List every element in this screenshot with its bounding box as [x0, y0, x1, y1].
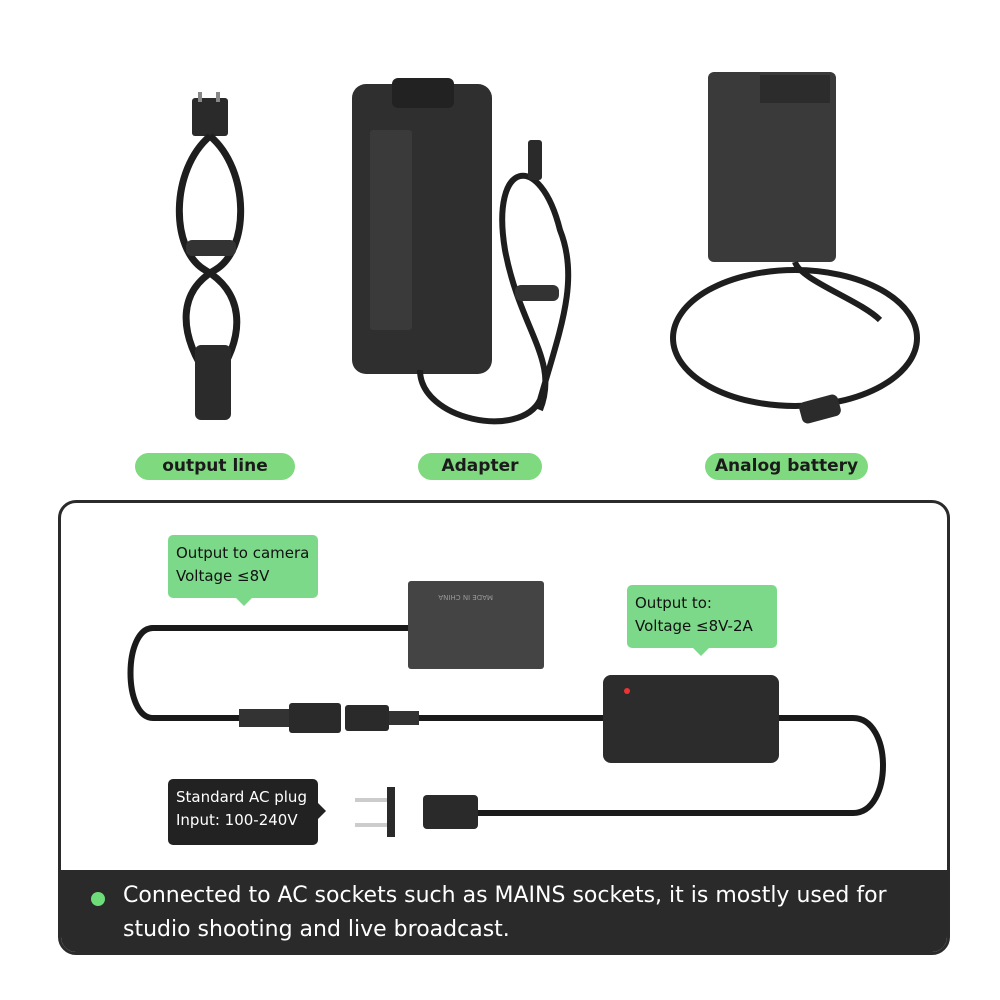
- callout-line: Standard AC plug: [176, 788, 307, 806]
- label-adapter: Adapter: [418, 453, 542, 480]
- label-analog-battery: Analog battery: [705, 453, 868, 480]
- adapter-image: [352, 78, 572, 425]
- callout-output-to-camera: Output to camera Voltage ≤8V: [168, 535, 318, 598]
- dc-female-connector: [289, 703, 341, 733]
- callout-output-to-adapter: Output to: Voltage ≤8V-2A: [627, 585, 777, 648]
- ac-cable: [473, 715, 886, 816]
- power-led: [624, 688, 630, 694]
- callout-ac-plug: Standard AC plug Input: 100-240V: [168, 779, 318, 845]
- ac-plug: [423, 795, 478, 829]
- adapter-box: [603, 675, 779, 763]
- analog-battery-image: [670, 72, 920, 424]
- bullet-icon: [91, 892, 105, 906]
- callout-line: Input: 100-240V: [176, 811, 298, 829]
- callout-pointer: [318, 803, 326, 819]
- description-text: Connected to AC sockets such as MAINS so…: [123, 883, 887, 942]
- connection-diagram: MADE IN CHINA: [127, 581, 886, 837]
- callout-line: Voltage ≤8V-2A: [635, 617, 753, 635]
- dc-male-connector: [345, 705, 389, 731]
- product-photos: [175, 72, 920, 425]
- callout-pointer: [236, 598, 252, 606]
- callout-line: Output to camera: [176, 544, 310, 562]
- callout-line: Output to:: [635, 594, 712, 612]
- battery-marking: MADE IN CHINA: [438, 593, 493, 601]
- dummy-battery: [408, 581, 544, 669]
- label-output-line: output line: [135, 453, 295, 480]
- callout-pointer: [693, 648, 709, 656]
- dc-cable: [127, 625, 413, 721]
- power-cord-image: [175, 92, 245, 420]
- callout-line: Voltage ≤8V: [176, 567, 270, 585]
- description-bar: Connected to AC sockets such as MAINS so…: [61, 870, 947, 952]
- connection-diagram-panel: MADE IN CHINA Output to camera Voltage ≤…: [58, 500, 950, 955]
